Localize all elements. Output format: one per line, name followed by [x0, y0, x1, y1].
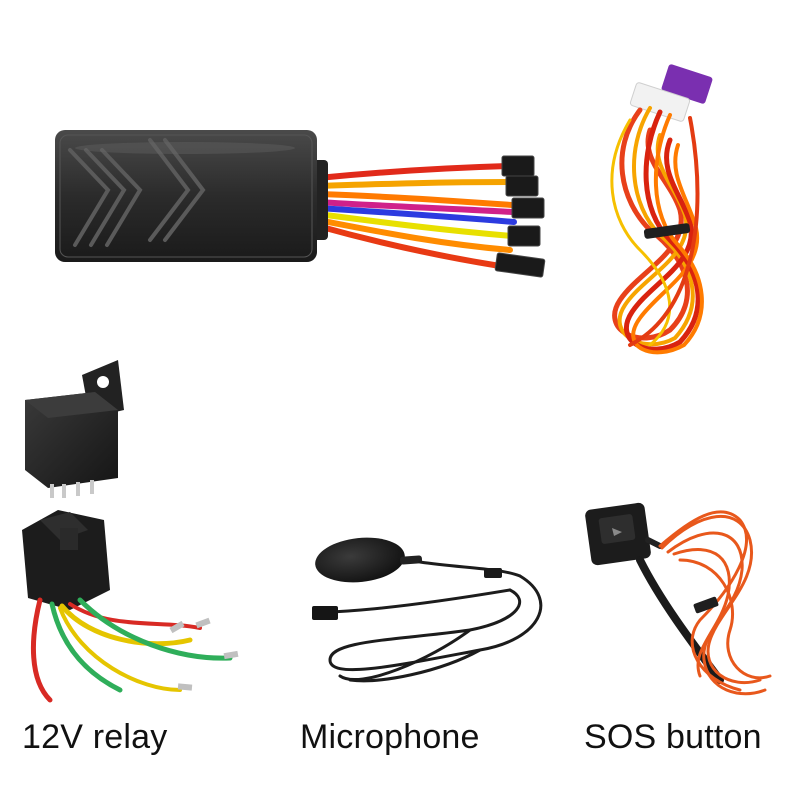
relay-caption: 12V relay: [22, 718, 168, 756]
sos-button-device: [585, 502, 772, 696]
gps-tracker-device: [55, 130, 546, 278]
microphone-caption: Microphone: [300, 718, 480, 756]
microphone-device: [312, 537, 543, 683]
wiring-harness: [610, 64, 713, 355]
relay-device: [22, 360, 239, 703]
sos-button-caption: SOS button: [584, 718, 762, 756]
